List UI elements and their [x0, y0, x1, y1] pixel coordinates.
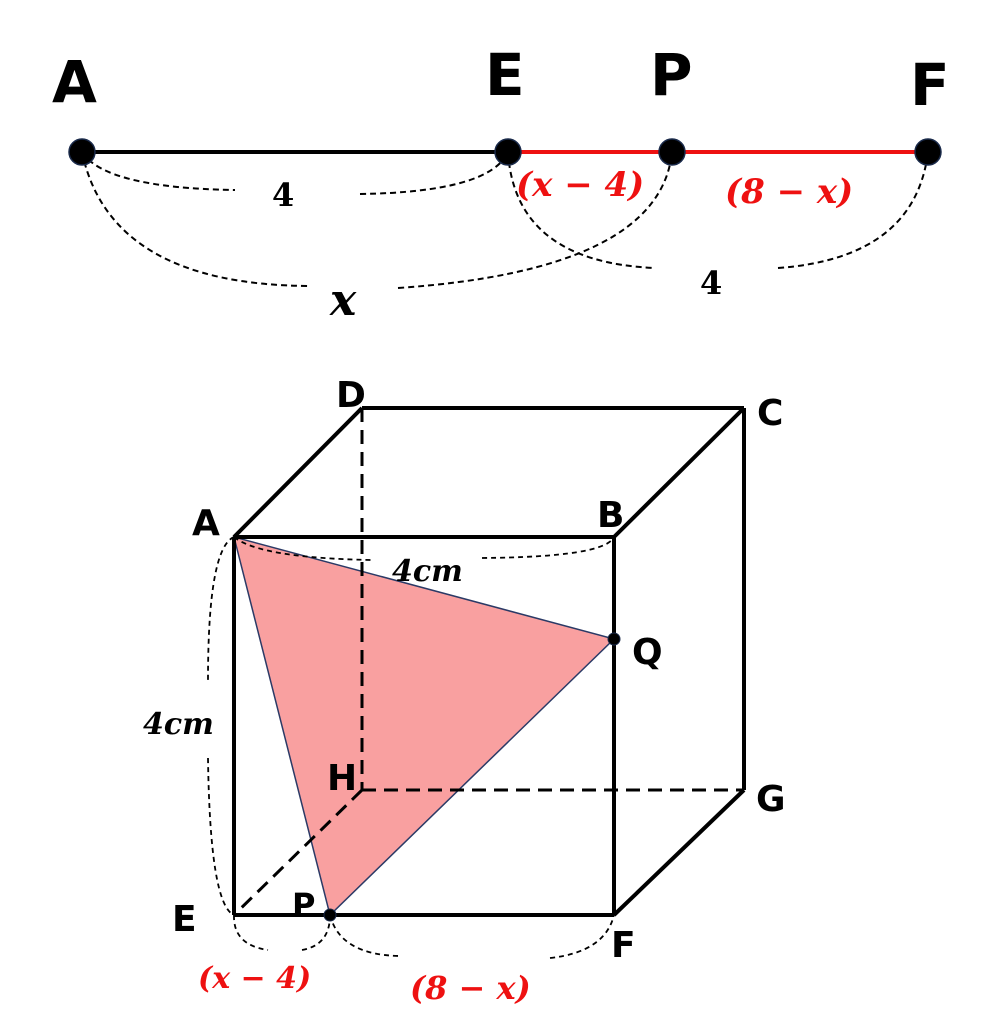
label-length-pf: (8 − x) — [725, 172, 853, 212]
brace-ae-right — [359, 151, 509, 195]
edge-gf — [612, 788, 746, 917]
dot-cube-p — [323, 908, 337, 922]
label-vertex-d: D — [336, 375, 366, 416]
brace-ab-left — [233, 536, 373, 561]
segment-diagram: A E P F 4 (x − 4) (8 − x) 4 x — [52, 41, 950, 326]
label-point-cube-p: P — [292, 886, 315, 924]
label-length-ap: x — [329, 275, 357, 326]
edge-he — [232, 788, 364, 917]
label-vertex-g: G — [756, 779, 786, 820]
cube-diagram: A B C D E F G H P Q 4cm 4cm (x − 4) (8 −… — [143, 375, 786, 1007]
label-vertex-f: F — [611, 925, 636, 966]
dot-cube-q — [607, 632, 621, 646]
label-point-cube-q: Q — [632, 632, 663, 673]
dot-f — [914, 138, 942, 166]
label-length-ep: (x − 4) — [516, 165, 644, 205]
brace-ep-left — [233, 914, 269, 951]
brace-ab-right — [481, 536, 615, 559]
brace-pf-right — [549, 914, 615, 959]
label-vertex-e: E — [172, 899, 197, 940]
label-length-ae: 4cm — [143, 707, 214, 742]
brace-pf-left — [329, 914, 401, 957]
label-vertex-b: B — [597, 495, 624, 536]
label-length-ep: (x − 4) — [198, 961, 311, 996]
edge-bc — [612, 406, 746, 539]
edge-ad — [232, 406, 364, 539]
brace-ae-left — [81, 151, 236, 191]
brace-ae-bottom — [207, 757, 235, 916]
label-point-p: P — [650, 41, 693, 109]
label-length-ef: 4 — [700, 264, 722, 302]
label-length-ab: 4cm — [392, 554, 463, 589]
brace-ae-top — [207, 536, 235, 681]
label-vertex-h: H — [327, 758, 357, 799]
brace-ep-right — [301, 914, 331, 951]
label-point-a: A — [52, 48, 97, 116]
label-point-e: E — [485, 41, 525, 109]
label-length-pf: (8 − x) — [410, 969, 531, 1007]
brace-ap-right — [397, 151, 673, 289]
dot-p — [658, 138, 686, 166]
dot-e — [494, 138, 522, 166]
brace-ef-right — [777, 151, 929, 269]
label-length-ae: 4 — [272, 176, 294, 214]
dot-a — [68, 138, 96, 166]
brace-ap-left — [81, 151, 311, 287]
label-vertex-c: C — [757, 393, 783, 434]
label-vertex-a: A — [192, 503, 220, 544]
label-point-f: F — [910, 51, 950, 119]
